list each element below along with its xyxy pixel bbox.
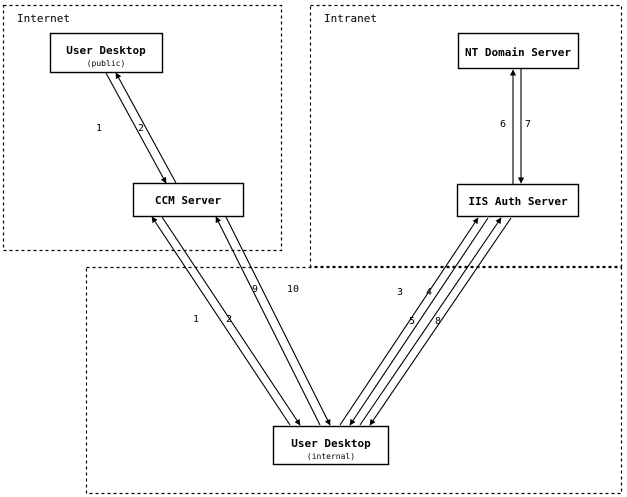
flow-2-internal-line	[161, 216, 301, 426]
flow-5-line	[359, 217, 502, 426]
flow-group-internal-iis-outer: 5 8	[359, 217, 512, 426]
flow-2-internal-label: 2	[226, 314, 232, 325]
node-ccm-server[interactable]: CCM Server	[132, 182, 245, 218]
flow-group-iis-ntdomain: 6 7	[500, 69, 531, 184]
node-user-desktop-internal-subtitle: (internal)	[307, 452, 355, 461]
zone-intranet-label: Intranet	[324, 12, 377, 25]
zone-lower	[85, 266, 623, 495]
zone-internet-label: Internet	[17, 12, 70, 25]
node-user-desktop-internal-box[interactable]	[272, 425, 390, 466]
node-nt-domain-server[interactable]: NT Domain Server	[457, 32, 580, 70]
node-nt-domain-server-title: NT Domain Server	[465, 46, 571, 59]
flow-group-public-ccm: 1 2	[96, 72, 177, 184]
flow-9-line	[215, 216, 321, 426]
node-iis-auth-server-box[interactable]	[456, 183, 580, 218]
zone-internet-border	[2, 4, 283, 252]
node-user-desktop-public-subtitle: (public)	[87, 59, 126, 68]
node-user-desktop-internal-title: User Desktop	[291, 437, 371, 450]
flow-4-line	[349, 217, 489, 426]
node-user-desktop-internal[interactable]: User Desktop (internal)	[272, 425, 390, 466]
node-iis-auth-server[interactable]: IIS Auth Server	[456, 183, 580, 218]
flow-group-internal-ccm-left: 1 2	[151, 216, 301, 426]
flow-6-label: 6	[500, 119, 506, 130]
node-nt-domain-server-box[interactable]	[457, 32, 580, 70]
node-ccm-server-box[interactable]	[132, 182, 245, 218]
node-ccm-server-title: CCM Server	[155, 194, 222, 207]
flow-8-label: 8	[435, 316, 441, 327]
node-user-desktop-public-box[interactable]	[49, 32, 164, 74]
zone-internet: Internet	[2, 4, 283, 252]
node-user-desktop-public-title: User Desktop	[66, 44, 146, 57]
node-user-desktop-public[interactable]: User Desktop (public)	[49, 32, 164, 74]
zone-intranet-border	[309, 4, 623, 268]
flow-5-label: 5	[409, 316, 415, 327]
flow-8-line	[369, 217, 512, 426]
flow-1-internal-label: 1	[193, 314, 199, 325]
zone-lower-border	[85, 266, 623, 495]
flow-3-label: 3	[397, 287, 403, 298]
flow-group-internal-iis-inner: 3 4	[339, 217, 489, 426]
flow-2-public-line	[115, 72, 177, 184]
flow-7-label: 7	[525, 119, 531, 130]
flow-3-line	[339, 217, 479, 426]
flow-10-label: 10	[287, 284, 299, 295]
flow-2-public-label: 2	[138, 123, 144, 134]
zone-intranet: Intranet	[309, 4, 623, 268]
flow-1-public-label: 1	[96, 123, 102, 134]
flow-4-label: 4	[426, 287, 432, 298]
flow-group-internal-ccm-right: 9 10	[215, 216, 331, 426]
flow-1-public-line	[105, 72, 167, 184]
flow-1-internal-line	[151, 216, 291, 426]
node-iis-auth-server-title: IIS Auth Server	[468, 195, 568, 208]
flow-9-label: 9	[252, 284, 258, 295]
flow-10-line	[225, 216, 331, 426]
